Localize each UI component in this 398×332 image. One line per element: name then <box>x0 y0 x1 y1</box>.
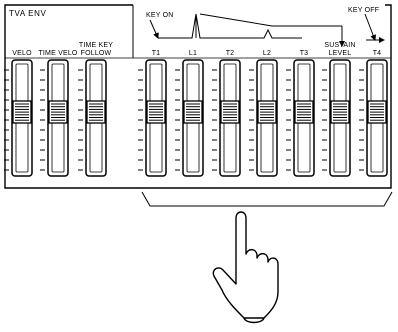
key-on-arrow <box>150 20 158 38</box>
envelope-bracket <box>142 192 392 206</box>
envelope-path-l2 <box>232 30 302 38</box>
envelope-slope <box>200 14 272 26</box>
slider-time-velo[interactable]: TIME VELO <box>38 50 77 176</box>
slider-label-t4: T4 <box>373 50 382 57</box>
panel-title: TVA ENV <box>9 9 46 18</box>
slider-label-velo: VELO <box>12 50 32 57</box>
slider-label-time-key-follow: FOLLOW <box>81 50 112 57</box>
slider-label-sustain-level: SUSTAIN <box>324 42 355 49</box>
key-on-label: KEY ON <box>146 12 174 19</box>
slider-label-time-velo: TIME VELO <box>38 50 77 57</box>
slider-label-t3: T3 <box>300 50 309 57</box>
slider-t1[interactable]: T1 <box>138 50 166 176</box>
slider-velo[interactable]: VELO <box>4 50 32 176</box>
slider-label-sustain-level: LEVEL <box>329 50 352 57</box>
key-off-label: KEY OFF <box>348 7 379 14</box>
slider-l2[interactable]: L2 <box>249 50 277 176</box>
slider-t3[interactable]: T3 <box>286 50 314 176</box>
slider-label-l1: L1 <box>189 50 197 57</box>
slider-label-t2: T2 <box>226 50 235 57</box>
pointing-hand-icon <box>213 212 278 323</box>
slider-label-time-key-follow: TIME KEY <box>79 42 113 49</box>
slider-label-l2: L2 <box>263 50 271 57</box>
slider-t4[interactable]: T4 <box>359 50 387 176</box>
key-off-arrow <box>365 14 375 40</box>
slider-t2[interactable]: T2 <box>212 50 240 176</box>
slider-l1[interactable]: L1 <box>175 50 203 176</box>
slider-label-t1: T1 <box>152 50 161 57</box>
envelope-annotations: KEY ON KEY OFF <box>146 7 384 46</box>
